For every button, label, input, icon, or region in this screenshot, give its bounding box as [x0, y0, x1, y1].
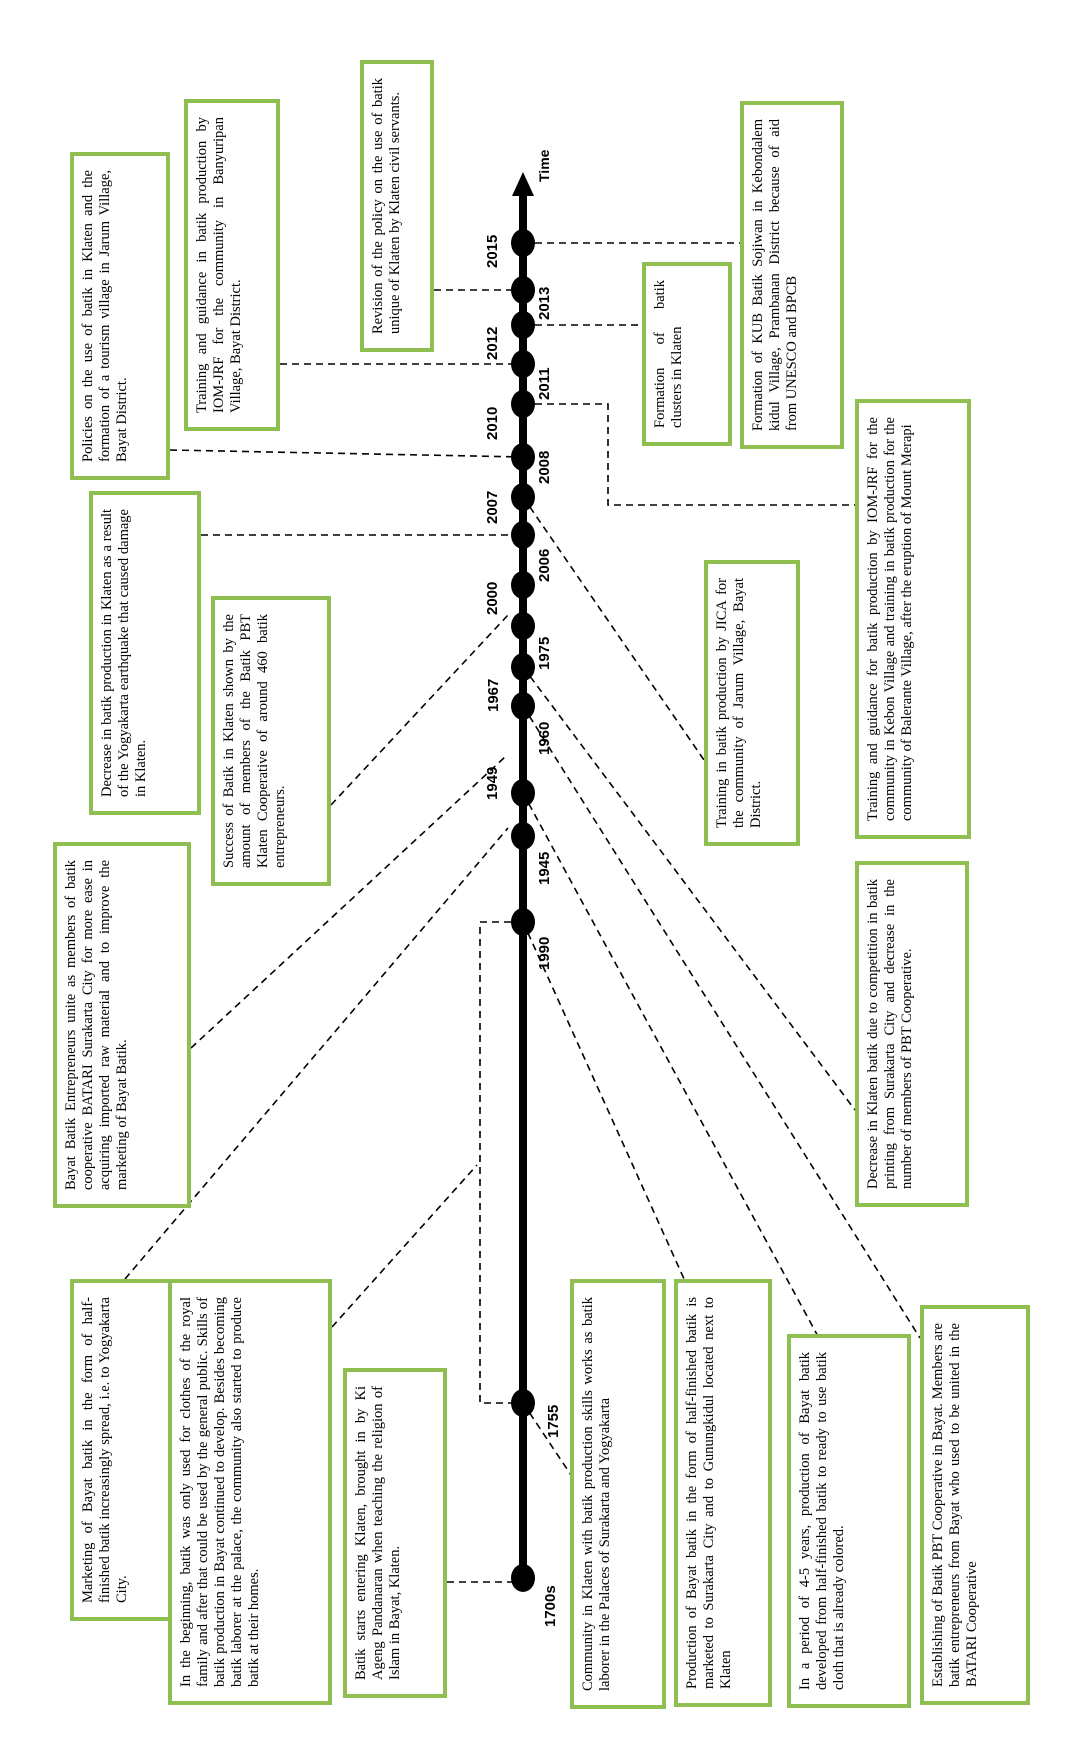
year-label: 2013	[536, 286, 553, 320]
year-label: 2010	[484, 406, 501, 440]
event-text: Community in Klaten with batik productio…	[580, 1297, 613, 1691]
year-label: 2015	[484, 234, 501, 268]
year-label: 2011	[536, 367, 553, 400]
timeline-node-0	[511, 1564, 535, 1592]
year-label: 2012	[484, 326, 501, 360]
bracket-line	[479, 921, 523, 1404]
event-box: Success of Batik in Klaten shown by the …	[211, 596, 331, 886]
event-text: Policies on the use of batik in Klaten a…	[80, 170, 130, 462]
event-text: Training in batik production by JICA for…	[714, 578, 764, 828]
event-text: In a period of 4-5 years, production of …	[797, 1352, 847, 1690]
connector-line-6	[330, 614, 509, 806]
event-box: Training and guidance for batik producti…	[855, 399, 971, 839]
year-label: 2008	[536, 450, 553, 484]
year-label: 1945	[536, 851, 553, 885]
event-box: In the beginning, batik was only used fo…	[168, 1279, 332, 1705]
connector-line-17	[522, 705, 921, 1339]
event-text: Success of Batik in Klaten shown by the …	[221, 614, 288, 868]
year-label: 1960	[536, 721, 553, 755]
event-box: Community in Klaten with batik productio…	[570, 1279, 666, 1709]
connector-line-8	[523, 403, 855, 506]
year-label: 1755	[545, 1404, 562, 1438]
connector-line-7	[522, 496, 705, 761]
event-text: Batik starts entering Klaten, brought in…	[353, 1386, 403, 1680]
event-box: In a period of 4-5 years, production of …	[787, 1334, 911, 1708]
event-box: Batik starts entering Klaten, brought in…	[343, 1368, 447, 1698]
year-label: 2006	[536, 548, 553, 582]
timeline-node-5	[511, 692, 535, 720]
event-box: Production of Bayat batik in the form of…	[674, 1279, 772, 1707]
timeline-node-7	[511, 612, 535, 640]
event-box: Formation of batik clusters in Klaten	[642, 262, 732, 446]
event-text: In the beginning, batik was only used fo…	[178, 1297, 262, 1687]
timeline-node-8	[511, 571, 535, 599]
event-text: Decrease in Klaten batik due to competit…	[865, 879, 915, 1189]
connector-line-0	[169, 449, 524, 458]
event-text: Formation of batik clusters in Klaten	[652, 280, 685, 428]
timeline-node-14	[511, 311, 535, 339]
event-box: Decrease in batik production in Klaten a…	[89, 491, 201, 815]
year-label: 1975	[536, 636, 553, 670]
event-box: Formation of KUB Batik Sojiwan in Kebond…	[740, 101, 844, 449]
year-label: 1967	[485, 678, 502, 712]
event-box: Policies on the use of batik in Klaten a…	[70, 152, 170, 480]
connector-line-12	[331, 1164, 478, 1328]
time-axis-arrow	[512, 172, 534, 196]
event-box: Training and guidance in batik productio…	[184, 99, 280, 431]
year-label: 1990	[536, 936, 553, 970]
timeline-node-16	[511, 229, 535, 257]
timeline-node-6	[511, 653, 535, 681]
event-box: Establishing of Batik PBT Cooperative in…	[920, 1305, 1030, 1705]
axis-label: Time	[536, 149, 552, 182]
event-box: Marketing of Bayat batik in the form of …	[70, 1279, 176, 1621]
timeline-node-10	[511, 483, 535, 511]
year-label: 2000	[484, 581, 501, 615]
year-label: 2007	[484, 490, 501, 524]
event-text: Training and guidance in batik productio…	[194, 117, 244, 413]
year-label: 1949	[484, 766, 501, 800]
event-text: Establishing of Batik PBT Cooperative in…	[930, 1323, 980, 1687]
timeline-node-2	[511, 908, 535, 936]
event-box: Decrease in Klaten batik due to competit…	[855, 861, 969, 1207]
event-text: Production of Bayat batik in the form of…	[684, 1297, 734, 1689]
timeline-node-3	[511, 822, 535, 850]
timeline-node-4	[511, 779, 535, 807]
event-box: Training in batik production by JICA for…	[704, 560, 800, 846]
timeline-node-13	[511, 350, 535, 378]
timeline-node-1	[511, 1389, 535, 1417]
event-text: Revision of the policy on the use of bat…	[370, 78, 403, 334]
event-box: Revision of the policy on the use of bat…	[360, 60, 434, 352]
timeline-node-11	[511, 443, 535, 471]
connector-line-10	[522, 666, 856, 1111]
event-text: Bayat Batik Entrepreneurs unite as membe…	[63, 860, 130, 1190]
connector-line-14	[522, 1402, 576, 1482]
timeline-node-9	[511, 521, 535, 549]
year-label: 1700s	[542, 1585, 559, 1627]
event-text: Formation of KUB Batik Sojiwan in Kebond…	[750, 119, 800, 431]
timeline-node-15	[511, 276, 535, 304]
connector-line-16	[522, 792, 821, 1341]
event-box: Bayat Batik Entrepreneurs unite as membe…	[53, 842, 191, 1208]
connector-line-15	[522, 921, 686, 1282]
event-text: Marketing of Bayat batik in the form of …	[80, 1297, 130, 1603]
event-text: Decrease in batik production in Klaten a…	[99, 509, 149, 797]
event-text: Training and guidance for batik producti…	[865, 417, 915, 821]
timeline-node-12	[511, 390, 535, 418]
